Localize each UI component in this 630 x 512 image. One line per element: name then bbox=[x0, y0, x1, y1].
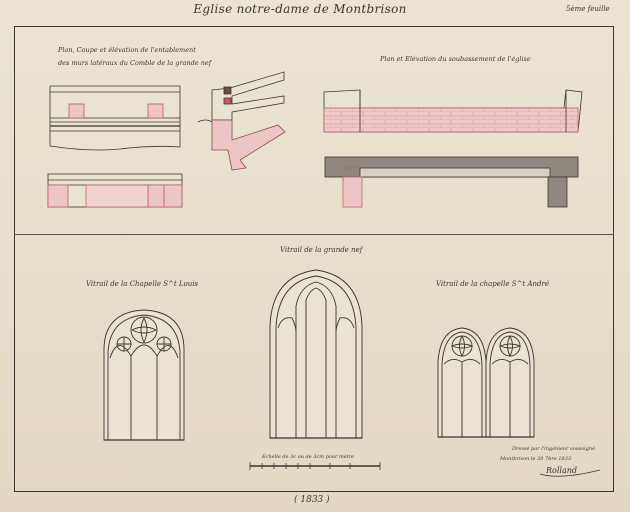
scale-caption: Echelle de 3c ou de 3cm pour mètre bbox=[262, 454, 355, 460]
scale-bar bbox=[249, 462, 381, 470]
entablement-elevation bbox=[49, 85, 181, 151]
sheet-number: 5ème feuille bbox=[566, 5, 610, 13]
window-saint-andre bbox=[437, 327, 535, 438]
top-left-caption-line2: des murs latéraux du Comble de la grande… bbox=[58, 59, 212, 67]
entablement-plan bbox=[47, 173, 183, 208]
left-window-caption: Vitrail de la Chapelle S^t Louis bbox=[86, 280, 199, 288]
entablement-section bbox=[197, 71, 286, 171]
date-mark: ( 1833 ) bbox=[294, 495, 330, 505]
drawing-frame bbox=[14, 26, 614, 492]
signature-flourish bbox=[539, 469, 601, 477]
signature-name: Rolland bbox=[546, 466, 577, 475]
top-left-caption-line1: Plan, Coupe et élévation de l'entablemen… bbox=[58, 46, 196, 54]
signature-line2: Montbrison le 20 7bre 1833 bbox=[500, 456, 572, 462]
soubassement-plan bbox=[324, 156, 579, 208]
center-caption: Vitrail de la grande nef bbox=[280, 246, 363, 254]
top-right-caption: Plan et Elévation du soubassement de l'é… bbox=[380, 55, 531, 63]
right-window-caption: Vitrail de la chapelle S^t André bbox=[436, 280, 549, 288]
sheet-title: Eglise notre-dame de Montbrison bbox=[193, 2, 407, 16]
signature-line1: Dressé par l'ingénieur soussigné bbox=[512, 446, 596, 452]
window-saint-louis bbox=[103, 309, 185, 441]
soubassement-elevation bbox=[323, 89, 583, 133]
section-divider bbox=[14, 234, 614, 235]
window-grande-nef bbox=[269, 269, 363, 439]
